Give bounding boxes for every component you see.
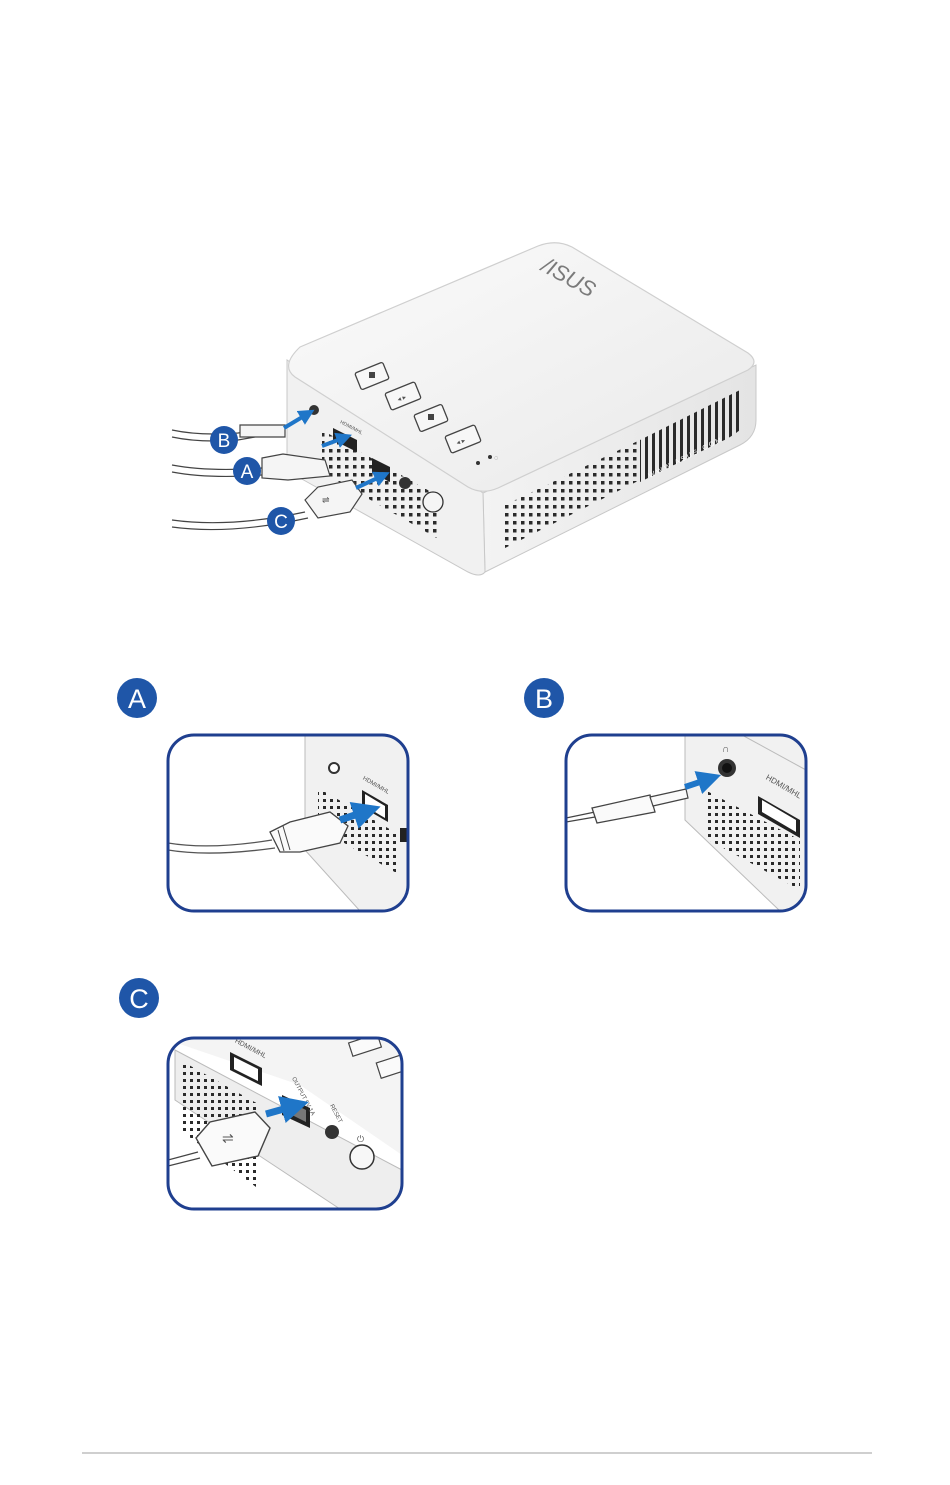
callout-c-badge: C	[119, 978, 159, 1018]
detail-a: A HDMI/MHL	[117, 678, 408, 911]
svg-text:B: B	[218, 431, 231, 452]
callout-b-main: B	[210, 426, 238, 454]
svg-text:C: C	[129, 984, 149, 1014]
callout-b-badge: B	[524, 678, 564, 718]
detail-b: B ∩ HDMI/MHL	[524, 678, 806, 911]
detail-c: C HDMI/MHL OUTPUT 5V 1A RESET ⏻	[119, 978, 410, 1209]
projector-main-illustration: /ISUS ◂ ▸ ◂ ▸ ◌ WWW.ASUS.COM	[172, 243, 756, 575]
svg-text:⇌: ⇌	[322, 495, 330, 505]
svg-text:⏻: ⏻	[357, 1134, 364, 1144]
callout-a-badge: A	[117, 678, 157, 718]
svg-text:⇌: ⇌	[222, 1130, 234, 1146]
power-button-detail	[350, 1145, 374, 1169]
svg-text:A: A	[128, 684, 146, 714]
svg-text:B: B	[535, 684, 553, 714]
svg-text:C: C	[274, 512, 288, 533]
footer-rule	[82, 1452, 872, 1454]
svg-text:∩: ∩	[722, 744, 729, 755]
cable-c-usb: ⇌	[172, 480, 362, 530]
svg-text:A: A	[241, 462, 254, 483]
svg-text:◌: ◌	[494, 455, 498, 462]
audio-jack[interactable]	[309, 405, 319, 415]
reset-hole[interactable]	[399, 477, 411, 489]
power-button[interactable]	[423, 492, 443, 512]
callout-c-main: C	[267, 507, 295, 535]
callout-a-main: A	[233, 457, 261, 485]
